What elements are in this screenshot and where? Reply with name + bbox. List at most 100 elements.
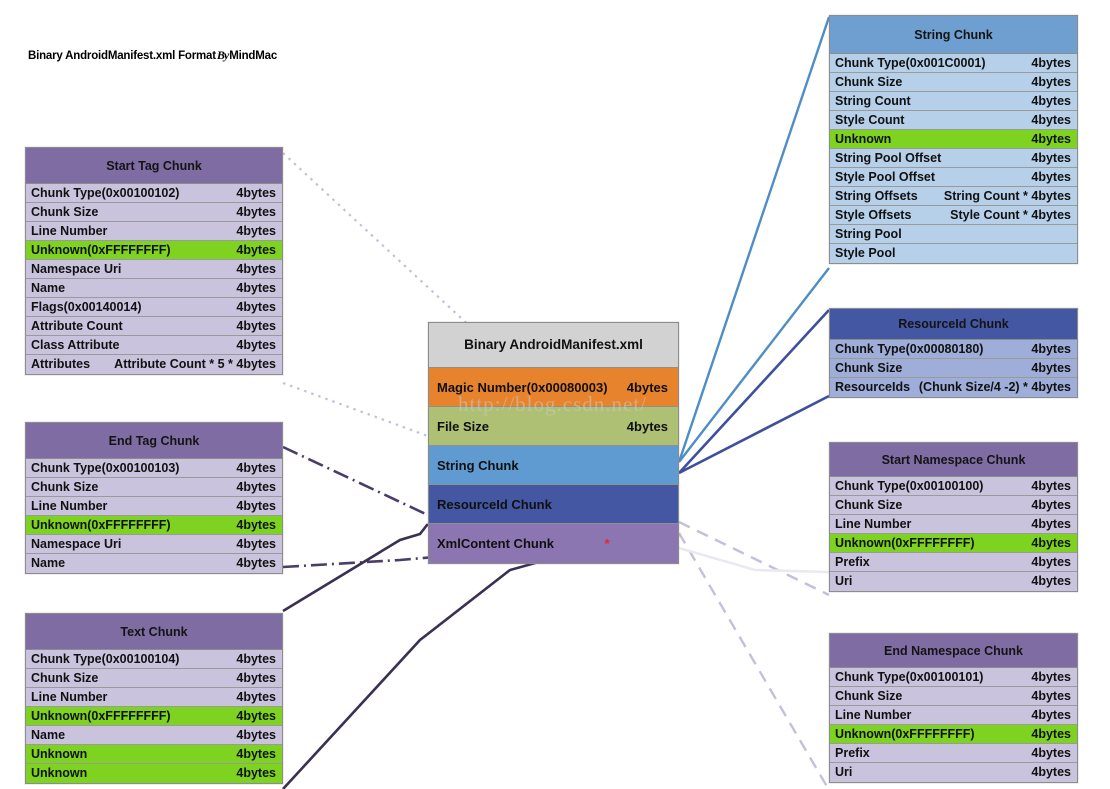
table-row: String Pool Offset 4bytes [830, 149, 1077, 168]
table-row: Class Attribute 4bytes [26, 336, 282, 355]
field-label: String Pool [835, 226, 902, 241]
field-label: Chunk Size [31, 204, 99, 219]
table-row: Unknown(0xFFFFFFFF)4bytes [830, 725, 1077, 744]
page-title-author: MindMac [229, 50, 278, 62]
field-size: 4bytes [1031, 745, 1071, 760]
field-label: Namespace Uri [31, 536, 122, 551]
field-size: 4bytes [236, 223, 276, 238]
connector-resourceid-top [678, 309, 830, 474]
field-label: Chunk Type(0x00100100) [835, 478, 984, 493]
field-size: 4bytes [236, 708, 276, 723]
field-label: String Pool Offset [835, 150, 942, 165]
field-size: 4bytes [1031, 765, 1071, 779]
field-size: 4bytes [236, 556, 276, 570]
field-size: 4bytes [1031, 669, 1071, 684]
connector-end-namespace [678, 546, 830, 574]
center-row-label: XmlContent Chunk [437, 536, 554, 551]
field-label: Class Attribute [31, 337, 120, 352]
table-row: Uri 4bytes [830, 763, 1077, 782]
field-size: 4bytes [1031, 554, 1071, 569]
center-row-magic-number-0x00080003[interactable]: Magic Number(0x00080003) 4bytes [429, 368, 678, 407]
table-row: Unknown(0xFFFFFFFF) 4bytes [26, 516, 282, 535]
field-label: Chunk Size [835, 74, 903, 89]
field-label: Namespace Uri [31, 261, 122, 276]
field-label: Attribute Count [31, 318, 123, 333]
field-size: 4bytes [1031, 112, 1071, 127]
field-label: Unknown [835, 131, 892, 146]
field-label: Chunk Type(0x00100104) [31, 651, 180, 666]
table-row: Chunk Type(0x001C0001)4bytes [830, 54, 1077, 73]
table-row: Chunk Type(0x00100101)4bytes [830, 668, 1077, 687]
field-label: Style Count [835, 112, 905, 127]
field-label: Chunk Size [31, 670, 99, 685]
field-label: Unknown [31, 766, 88, 780]
field-label: Line Number [835, 707, 912, 722]
field-label: Unknown [31, 746, 88, 761]
field-label: Chunk Size [835, 497, 903, 512]
start-ns-title: Start Namespace Chunk [830, 443, 1077, 477]
field-size: 4bytes [1031, 55, 1071, 70]
field-label: Unknown(0xFFFFFFFF) [31, 708, 171, 723]
connector-string-chunk-top [677, 16, 831, 463]
field-label: Line Number [835, 516, 912, 531]
field-label: Prefix [835, 554, 870, 569]
field-size: 4bytes [236, 498, 276, 513]
page-title-by: By [216, 48, 229, 62]
field-size: 4bytes [1031, 688, 1071, 703]
table-row: Chunk Type(0x00080180)4bytes [830, 340, 1077, 359]
field-label: String Count [835, 93, 911, 108]
end-tag-title: End Tag Chunk [26, 423, 282, 459]
text-title: Text Chunk [26, 614, 282, 650]
center-row-resourceid-chunk[interactable]: ResourceId Chunk [429, 485, 678, 524]
field-label: Unknown(0xFFFFFFFF) [31, 517, 171, 532]
field-size: Style Count * 4bytes [950, 207, 1071, 222]
field-size: 4bytes [1031, 150, 1071, 165]
field-size: 4bytes [236, 299, 276, 314]
field-label: Line Number [31, 689, 108, 704]
field-label: Uri [835, 574, 853, 588]
field-size: 4bytes [236, 318, 276, 333]
field-label: Chunk Size [31, 479, 99, 494]
field-label: Uri [835, 765, 853, 779]
field-size: 4bytes [236, 337, 276, 352]
table-row: Style Count 4bytes [830, 111, 1077, 130]
center-row-string-chunk[interactable]: String Chunk [429, 446, 678, 485]
center-row-label: Magic Number(0x00080003) [437, 379, 608, 395]
field-size: 4bytes [1031, 360, 1071, 375]
table-row: Chunk Type(0x00100104)4bytes [26, 650, 282, 669]
field-label: Attributes [31, 357, 91, 371]
table-row: Chunk Type(0x00100100)4bytes [830, 477, 1077, 496]
center-box-title: Binary AndroidManifest.xml [429, 323, 678, 368]
table-row: Style Pool [830, 244, 1077, 263]
string-chunk-title: String Chunk [830, 16, 1077, 54]
field-size: 4bytes [236, 517, 276, 532]
field-size: 4bytes [236, 536, 276, 551]
field-size: 4bytes [1031, 516, 1071, 531]
table-row: Chunk Type(0x00100103)4bytes [26, 459, 282, 478]
center-row-xmlcontent-chunk[interactable]: XmlContent Chunk* [429, 524, 678, 563]
field-size: 4bytes [236, 185, 276, 200]
center-row-size: 4bytes [626, 379, 668, 395]
